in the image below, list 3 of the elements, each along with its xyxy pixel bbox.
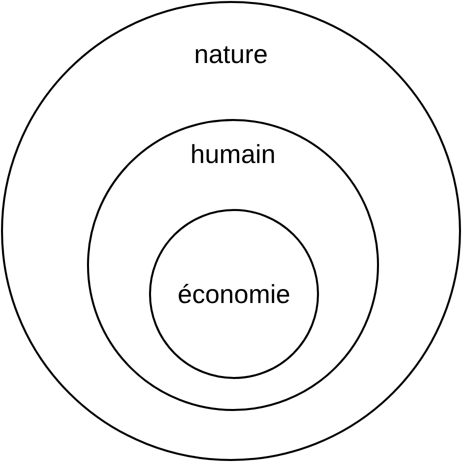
circle-label: nature [194,41,268,67]
circle-label: économie [178,281,290,307]
circle-label: humain [190,141,276,167]
